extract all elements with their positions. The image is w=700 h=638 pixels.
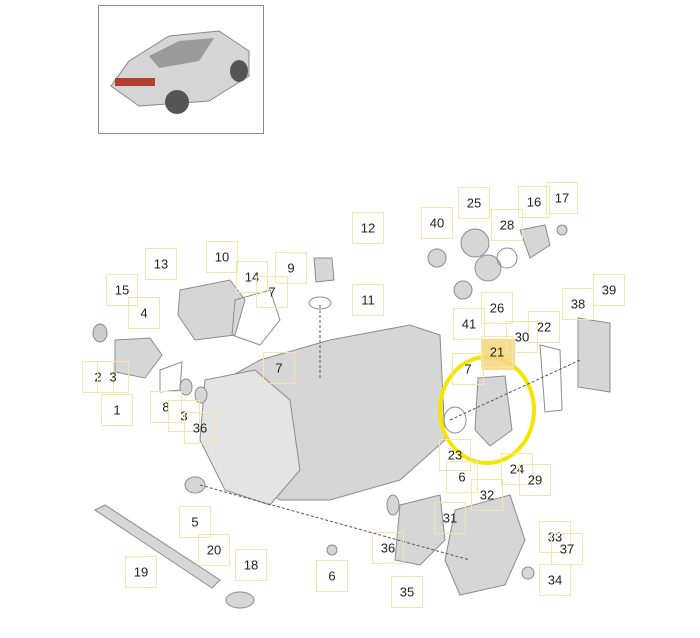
callout-box bbox=[446, 461, 478, 493]
gasket-8 bbox=[159, 361, 183, 393]
sensor-9 bbox=[313, 257, 335, 283]
part-callout[interactable]: 2 bbox=[94, 369, 102, 385]
callout-box bbox=[97, 361, 129, 393]
callout-box bbox=[539, 564, 571, 596]
part-callout[interactable]: 5 bbox=[191, 514, 199, 530]
part-callout[interactable]: 10 bbox=[214, 249, 230, 265]
callout-box bbox=[439, 439, 471, 471]
callout-box bbox=[184, 412, 216, 444]
water-pump bbox=[177, 279, 246, 341]
part-callout[interactable]: 28 bbox=[499, 217, 515, 233]
callout-box bbox=[352, 284, 384, 316]
part-callout[interactable]: 3 bbox=[109, 369, 117, 385]
part-callout[interactable]: 7 bbox=[268, 284, 276, 300]
vehicle-thumbnail[interactable] bbox=[98, 5, 264, 134]
part-callout[interactable]: 35 bbox=[399, 584, 415, 600]
cover-plate bbox=[394, 494, 446, 566]
part-callout[interactable]: 26 bbox=[489, 300, 505, 316]
flange bbox=[114, 337, 163, 379]
callout-box bbox=[145, 248, 177, 280]
part-callout[interactable]: 17 bbox=[554, 190, 570, 206]
callout-box bbox=[206, 241, 238, 273]
callout-box bbox=[506, 321, 538, 353]
gasket-22 bbox=[539, 344, 563, 413]
part-callout[interactable]: 29 bbox=[527, 472, 543, 488]
callout-box bbox=[275, 252, 307, 284]
part-callout[interactable]: 37 bbox=[559, 541, 575, 557]
part-callout[interactable]: 38 bbox=[570, 296, 586, 312]
callout-box bbox=[481, 336, 513, 368]
callout-box bbox=[235, 549, 267, 581]
part-callout[interactable]: 21 bbox=[489, 344, 505, 360]
part-callout[interactable]: 25 bbox=[466, 195, 482, 211]
part-callout[interactable]: 7 bbox=[464, 361, 472, 377]
part-callout[interactable]: 20 bbox=[206, 542, 222, 558]
callout-box bbox=[106, 274, 138, 306]
part-callout[interactable]: 40 bbox=[429, 215, 445, 231]
part-callout[interactable]: 8 bbox=[162, 399, 170, 415]
part-callout[interactable]: 4 bbox=[140, 305, 148, 321]
filter-housing-21 bbox=[474, 375, 513, 447]
part-callout[interactable]: 34 bbox=[547, 572, 563, 588]
callout-box bbox=[518, 186, 550, 218]
callout-box bbox=[453, 308, 485, 340]
callout-box bbox=[179, 506, 211, 538]
part-callout[interactable]: 1 bbox=[113, 402, 121, 418]
callout-box bbox=[316, 560, 348, 592]
part-callout[interactable]: 18 bbox=[243, 557, 259, 573]
callout-box bbox=[519, 464, 551, 496]
callout-box bbox=[546, 182, 578, 214]
part-callout[interactable]: 7 bbox=[275, 360, 283, 376]
callout-box bbox=[491, 209, 523, 241]
part-callout[interactable]: 30 bbox=[514, 329, 530, 345]
part-callout[interactable]: 36 bbox=[380, 540, 396, 556]
oil-cooler bbox=[577, 317, 611, 393]
car-icon bbox=[110, 30, 250, 114]
part-callout[interactable]: 16 bbox=[526, 194, 542, 210]
part-callout[interactable]: 13 bbox=[153, 256, 169, 272]
part-callout[interactable]: 14 bbox=[244, 269, 260, 285]
callout-box bbox=[458, 187, 490, 219]
callout-box bbox=[391, 576, 423, 608]
callout-box bbox=[452, 353, 484, 385]
callout-box bbox=[101, 394, 133, 426]
part-callout[interactable]: 6 bbox=[458, 469, 466, 485]
callout-box bbox=[236, 261, 268, 293]
part-callout[interactable]: 19 bbox=[133, 564, 149, 580]
callout-box bbox=[528, 311, 560, 343]
part-callout[interactable]: 32 bbox=[479, 487, 495, 503]
part-callout[interactable]: 6 bbox=[328, 568, 336, 584]
part-callout[interactable]: 11 bbox=[361, 292, 375, 308]
callout-box bbox=[352, 212, 384, 244]
callout-box bbox=[125, 556, 157, 588]
part-callout[interactable]: 36 bbox=[192, 420, 208, 436]
callout-box bbox=[150, 391, 182, 423]
callout-box bbox=[421, 207, 453, 239]
part-callout[interactable]: 22 bbox=[536, 319, 552, 335]
selected-part-highlight bbox=[482, 339, 515, 370]
bell-housing bbox=[199, 369, 301, 506]
callout-box bbox=[198, 534, 230, 566]
callout-box bbox=[372, 532, 404, 564]
part-callout[interactable]: 12 bbox=[360, 220, 376, 236]
part-callout[interactable]: 15 bbox=[114, 282, 130, 298]
callout-box bbox=[434, 502, 466, 534]
part-callout[interactable]: 39 bbox=[601, 282, 617, 298]
driveshaft bbox=[94, 504, 221, 589]
callout-box bbox=[128, 297, 160, 329]
callout-box bbox=[471, 479, 503, 511]
callout-box bbox=[593, 274, 625, 306]
callout-box bbox=[539, 521, 571, 553]
callout-box bbox=[501, 453, 533, 485]
part-callout[interactable]: 31 bbox=[442, 510, 458, 526]
callout-box bbox=[263, 352, 295, 384]
part-callout[interactable]: 23 bbox=[447, 447, 463, 463]
gasket bbox=[231, 289, 281, 346]
callout-box bbox=[256, 276, 288, 308]
part-callout[interactable]: 24 bbox=[509, 461, 525, 477]
part-callout[interactable]: 9 bbox=[287, 260, 295, 276]
part-callout[interactable]: 41 bbox=[461, 316, 477, 332]
